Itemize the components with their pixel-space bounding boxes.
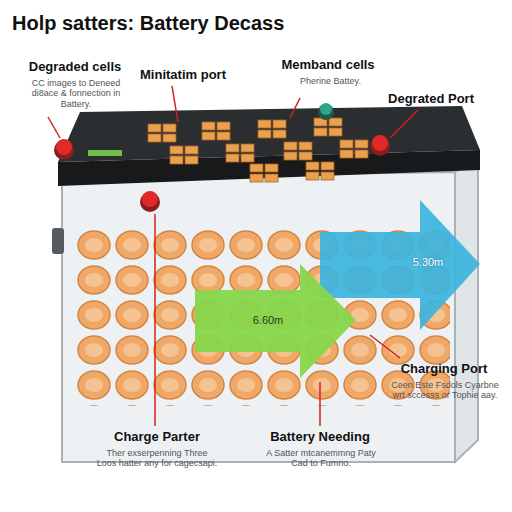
terminal [142, 191, 158, 207]
battery-case [62, 172, 455, 462]
callout-note: CC images to Deneed di8ace & fonnection … [20, 78, 132, 109]
terminal [320, 103, 332, 115]
flow-arrow [195, 264, 356, 378]
leader-lines [48, 86, 418, 426]
dimension-label: 5.30m [398, 256, 458, 269]
callout-title: Battery Needing [252, 430, 388, 445]
callout-note: Ther exserpenning Three Loos hatter any … [96, 448, 218, 469]
terminal [56, 139, 72, 155]
callout-title: Degrated Port [366, 92, 496, 107]
dimension-label: 6.60m [236, 314, 300, 327]
diagram-title: Holp satters: Battery Decass [12, 12, 492, 35]
callout-title: Degraded cells [10, 60, 140, 75]
callout-note: A Satter mtcanemmng Paty Cad to Fumno. [262, 448, 380, 469]
battery-side [455, 158, 478, 462]
callout-title: Charge Parter [92, 430, 222, 445]
callout-title: Minitatim port [128, 68, 238, 83]
callout-title: Charging Port [382, 362, 506, 377]
callout-note: Ceen Este Fsdols Cyarbne wrt sccesss or … [390, 380, 500, 401]
handle [52, 228, 64, 254]
callout-note: Pherine Battey. [283, 76, 378, 86]
terminal [372, 135, 388, 151]
indicator [88, 150, 122, 156]
lid-band [58, 150, 480, 186]
callout-title: Memband cells [268, 58, 388, 73]
